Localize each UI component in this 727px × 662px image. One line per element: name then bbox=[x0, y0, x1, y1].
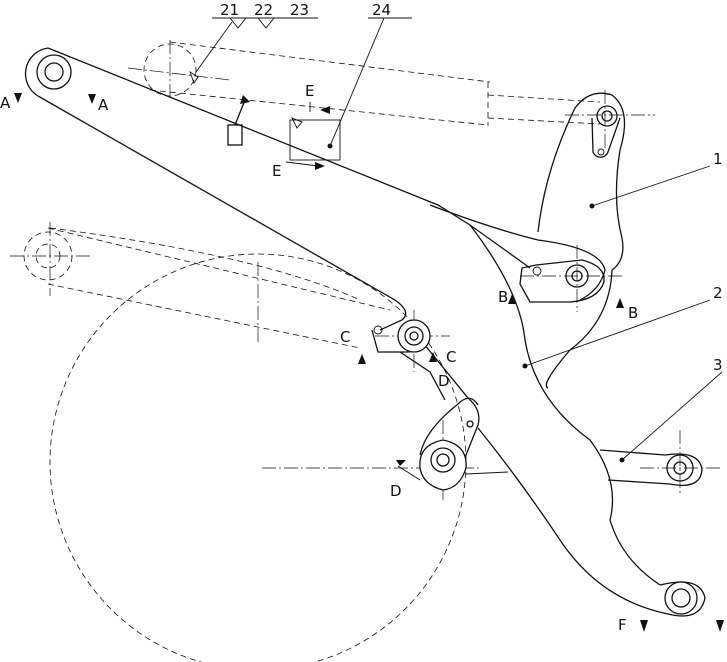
sensor-assembly bbox=[189, 70, 341, 161]
section-label-c-left: C bbox=[340, 328, 350, 346]
section-label-c-right: C bbox=[446, 348, 456, 366]
part-label-2: 2 bbox=[713, 284, 723, 302]
part-2-bellcrank bbox=[429, 204, 706, 617]
part-label-1: 1 bbox=[713, 150, 723, 168]
part-label-3: 3 bbox=[713, 356, 723, 374]
part-label-22: 22 bbox=[254, 1, 273, 19]
section-label-b-right: B bbox=[628, 304, 638, 322]
section-label-e-upper: E bbox=[305, 82, 314, 100]
part-label-21: 21 bbox=[220, 1, 239, 19]
part-label-24: 24 bbox=[372, 1, 391, 19]
section-label-e-lower: E bbox=[272, 162, 281, 180]
joint-c bbox=[371, 319, 446, 401]
section-label-b-left: B bbox=[498, 288, 508, 306]
boom-arm bbox=[24, 47, 531, 331]
lower-link bbox=[419, 343, 509, 491]
upper-cylinder-dashed bbox=[143, 41, 601, 126]
section-label-a-left: A bbox=[0, 94, 11, 112]
section-label-a-right: A bbox=[98, 96, 109, 114]
section-label-f: F bbox=[618, 616, 627, 634]
alternate-arm-dashed bbox=[23, 227, 391, 349]
part-1-lever bbox=[537, 92, 626, 271]
section-markers bbox=[14, 93, 724, 632]
leader-lines bbox=[195, 17, 723, 463]
part-3-link bbox=[599, 449, 703, 487]
part-label-23: 23 bbox=[290, 1, 309, 19]
section-label-d-upper: D bbox=[438, 372, 450, 390]
section-label-d-lower: D bbox=[390, 482, 402, 500]
